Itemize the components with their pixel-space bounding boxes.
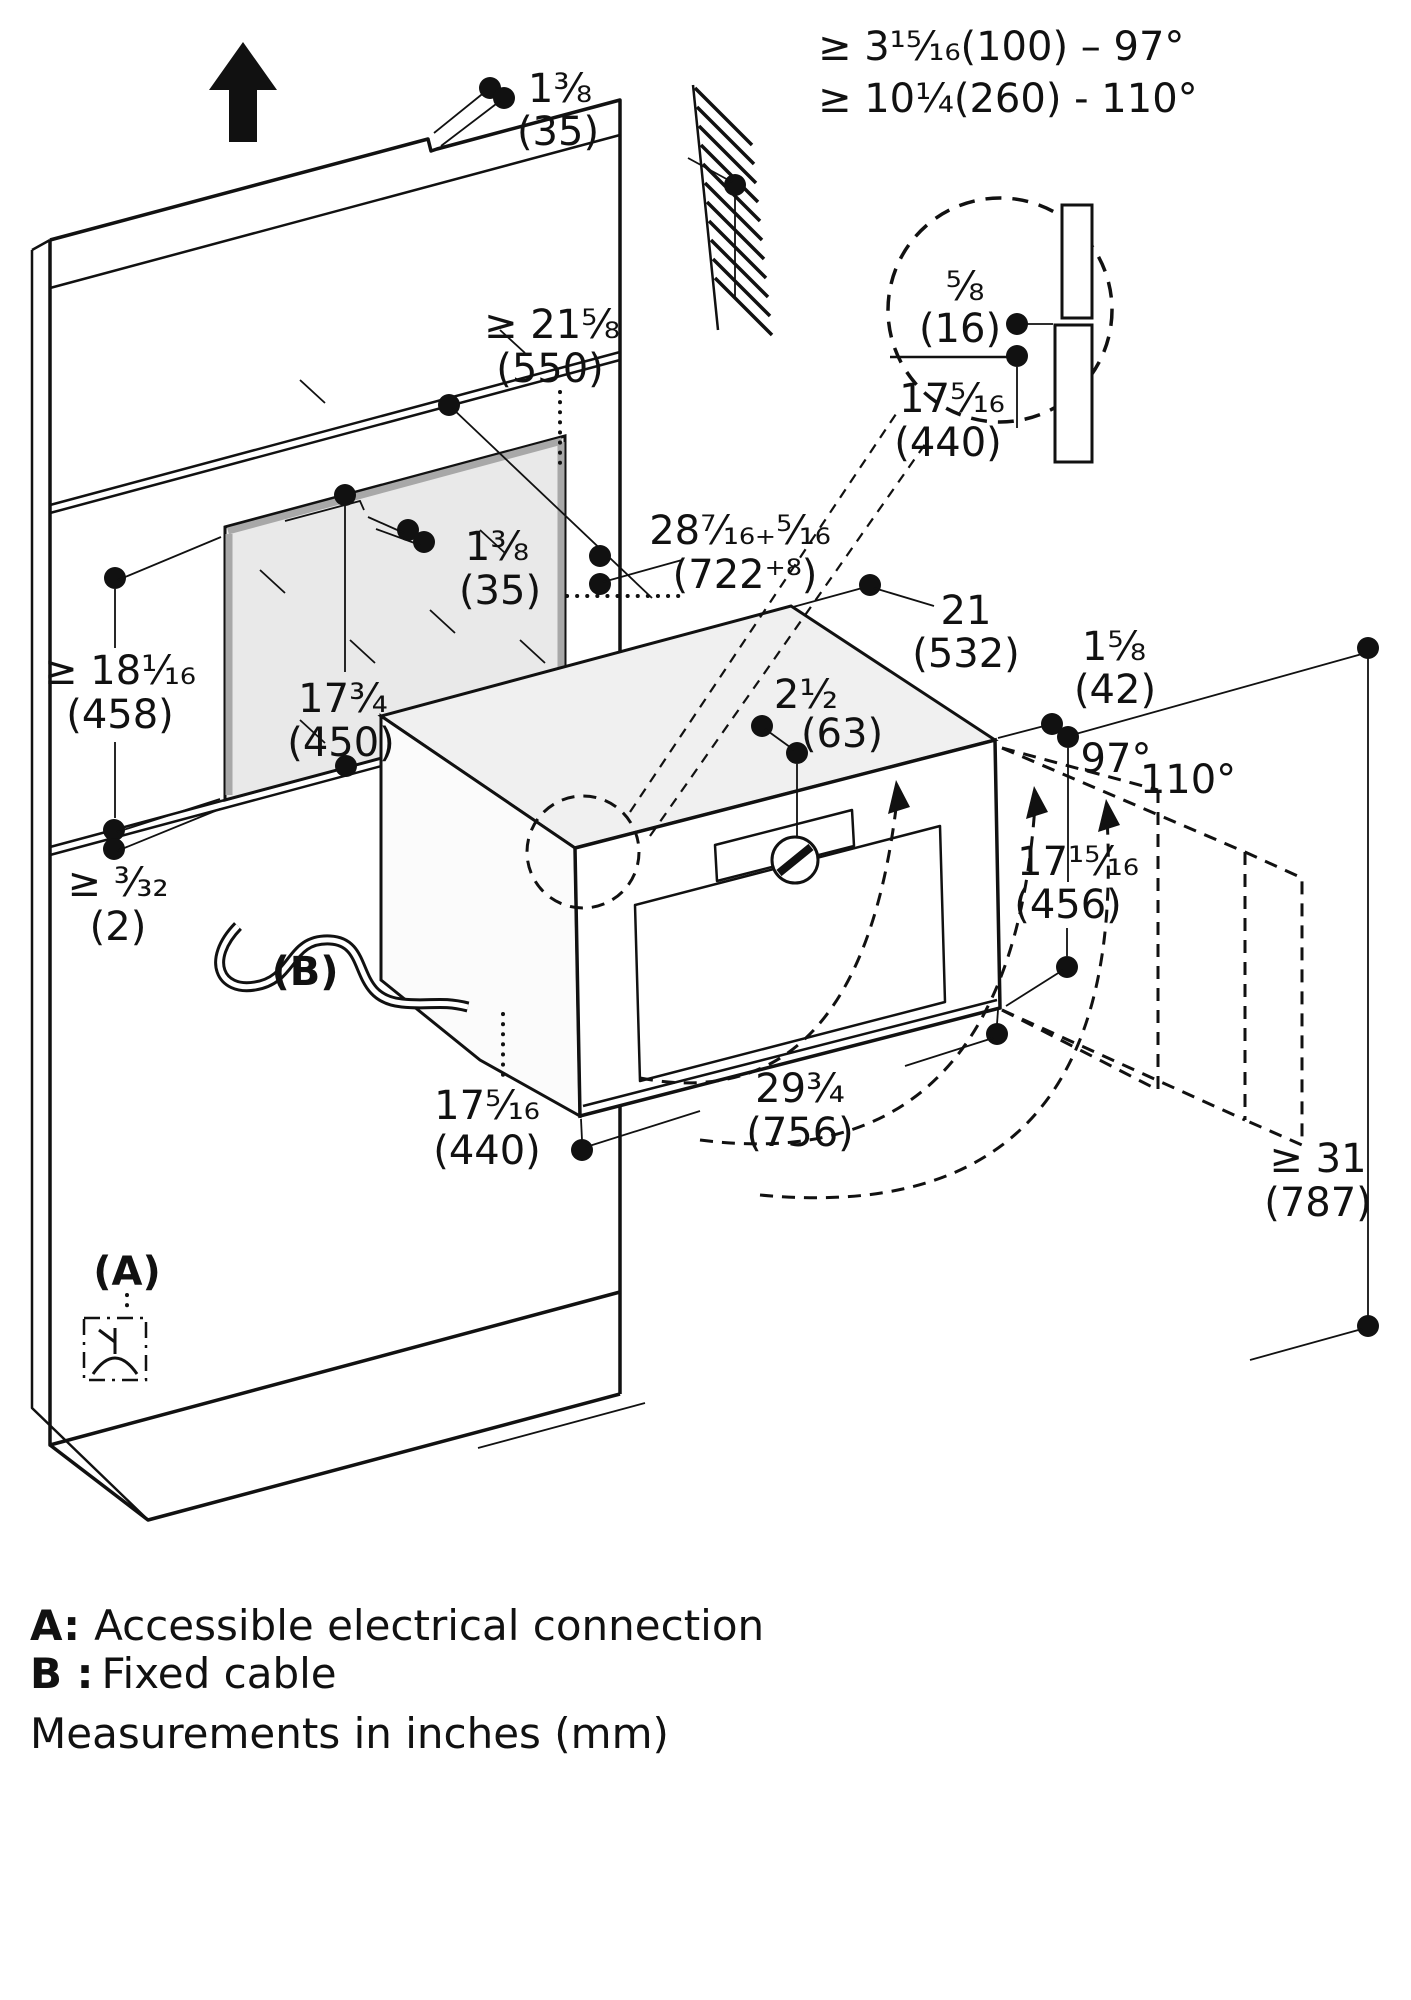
dim-front-clearance-mm: (787) [1264,1180,1372,1226]
dim-angle-110: 110° [1140,757,1236,803]
swing-arc-110 [759,817,1110,1200]
dim-oven-depth-in: 21 [941,588,992,634]
dim-niche-height-min-in: ≥ 18¹⁄₁₆ [44,648,196,694]
dim-niche-inner-height-mm: (450) [287,720,395,766]
tall-cabinet [30,42,646,1522]
dim-detail-gap-mm: (16) [919,306,1001,352]
note-angle-97: ≥ 3¹⁵⁄₁₆(100) – 97° [818,24,1184,70]
dim-angle-97: 97° [1081,736,1152,782]
dim-door-height-in: 17¹⁵⁄₁₆ [1017,839,1139,885]
dim-door-width-in: 29³⁄₄ [755,1066,845,1112]
legend: A: Accessible electrical connection B :Fi… [30,1601,764,1758]
legend-b-key: B : [30,1649,93,1698]
dimension-annotations: ≥ 3¹⁵⁄₁₆(100) – 97° ≥ 10¹⁄₄(260) - 110° … [44,24,1379,1361]
dim-knob-offset-in: 2¹⁄₂ [774,672,838,718]
niche-trim-edge [225,437,565,795]
callout-b: (B) [271,949,338,995]
dim-top-overhang-mm: (35) [517,109,599,155]
dim-door-width-mm: (756) [746,1110,854,1156]
swing-arc-97 [639,799,899,1085]
label-a: (A) [93,1249,161,1295]
knob-slot [776,843,814,877]
dim-depth-min-mm: (550) [496,346,604,392]
section-ticks [259,329,546,744]
electrical-connection-box [82,1316,148,1382]
dim-detail-height-mm: (440) [894,420,1002,466]
dim-niche-trim-mm: (35) [459,568,541,614]
dim-door-thickness-in: 1⁵⁄₈ [1082,624,1146,670]
legend-line-b: B :Fixed cable [30,1649,337,1698]
dim-niche-height-min-mm: (458) [66,692,174,738]
door-window [633,824,947,1083]
dim-door-height-mm: (456) [1014,882,1122,928]
note-angle-110: ≥ 10¹⁄₄(260) - 110° [818,76,1198,122]
door-swing-outlines [639,746,1304,1200]
dim-body-width-in: 17⁵⁄₁₆ [434,1083,540,1129]
legend-line-a: A: Accessible electrical connection [30,1601,764,1650]
dim-knob-offset-mm: (63) [801,711,883,757]
legend-b-text: Fixed cable [101,1649,336,1698]
legend-a-key: A: [30,1601,80,1650]
label-b: (B) [271,949,338,995]
wall-section-hatch [687,84,774,337]
dim-niche-trim-in: 1³⁄₈ [465,524,529,570]
dim-detail-height-in: 17⁵⁄₁₆ [899,376,1005,422]
electrical-connection-icon [91,1328,139,1375]
swing-arc-mid [699,804,1037,1146]
control-panel [713,808,856,883]
dim-niche-width-in: 28⁷⁄₁₆₊⁵⁄₁₆ [649,508,831,554]
dim-body-width-mm: (440) [433,1128,541,1174]
dim-oven-depth-mm: (532) [912,631,1020,677]
up-arrow-icon [209,42,277,142]
detail-reference-circle [525,794,641,910]
callout-a: (A) [82,1249,161,1382]
dim-niche-inner-height-in: 17³⁄₄ [298,676,388,722]
dim-depth-min-in: ≥ 21⁵⁄₈ [484,302,620,348]
legend-units: Measurements in inches (mm) [30,1709,669,1758]
dim-gap-min-mm: (2) [90,904,147,950]
floor-line [477,1402,646,1449]
dim-detail-gap-in: ⁵⁄₈ [946,264,985,310]
dim-top-overhang-in: 1³⁄₈ [528,66,592,112]
dim-niche-width-mm: (722⁺⁸) [673,552,818,598]
dim-gap-min-in: ≥ ³⁄₃₂ [67,860,168,906]
dim-front-clearance-in: ≥ 31 [1269,1136,1366,1182]
dim-door-thickness-mm: (42) [1074,667,1156,713]
trim-detail-circle: ⁵⁄₈ (16) 17⁵⁄₁₆ (440) [629,196,1114,837]
legend-a-text: Accessible electrical connection [94,1601,764,1650]
